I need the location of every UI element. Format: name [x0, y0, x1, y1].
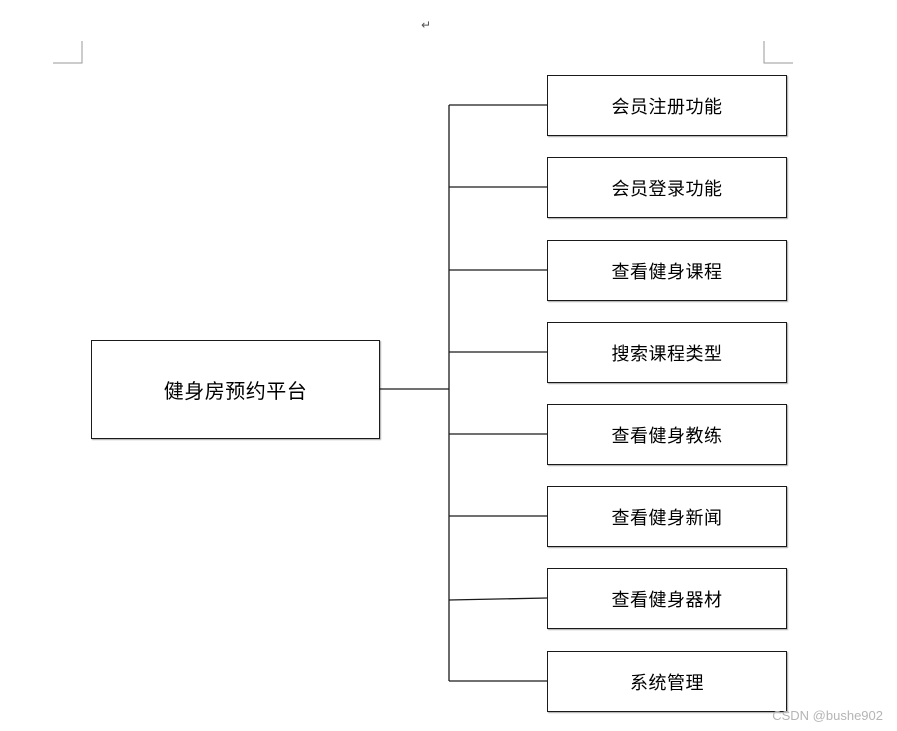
root-node-label: 健身房预约平台	[163, 379, 308, 403]
paragraph-mark: ↵	[421, 18, 432, 32]
child-node-view-coaches: 查看健身教练	[547, 404, 787, 465]
child-node-member-register: 会员注册功能	[547, 75, 787, 136]
page-corner-marks	[53, 41, 793, 64]
corner-mark-top-left	[53, 41, 83, 64]
child-node-member-login: 会员登录功能	[547, 157, 787, 218]
child-node-search-course-types: 搜索课程类型	[547, 322, 787, 383]
child-node-view-courses: 查看健身课程	[547, 240, 787, 301]
child-node-label: 系统管理	[630, 672, 704, 694]
branch-line-7	[448, 597, 548, 601]
child-node-label: 查看健身新闻	[611, 507, 723, 529]
watermark-text: CSDN @bushe902	[772, 708, 883, 723]
corner-mark-top-right	[763, 41, 793, 64]
child-node-label: 搜索课程类型	[611, 343, 723, 365]
child-node-label: 查看健身器材	[611, 589, 723, 611]
child-node-label: 会员注册功能	[611, 96, 723, 118]
child-node-label: 查看健身课程	[611, 261, 723, 283]
root-node: 健身房预约平台	[91, 340, 380, 439]
child-node-system-management: 系统管理	[547, 651, 787, 712]
child-node-label: 会员登录功能	[611, 178, 723, 200]
child-node-view-equipment: 查看健身器材	[547, 568, 787, 629]
child-node-view-news: 查看健身新闻	[547, 486, 787, 547]
child-node-label: 查看健身教练	[611, 425, 723, 447]
